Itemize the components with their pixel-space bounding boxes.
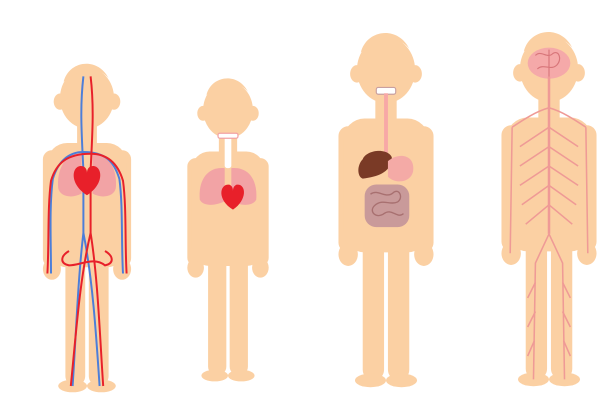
figure-nervous [501,32,596,386]
stomach [388,156,413,181]
body-silhouette [187,78,268,381]
brain [528,48,571,79]
intestines [365,184,410,227]
figure-circulatory [43,64,131,393]
figure-respiratory [187,78,268,381]
figure-digestive [338,33,433,387]
body-silhouette [43,64,131,393]
